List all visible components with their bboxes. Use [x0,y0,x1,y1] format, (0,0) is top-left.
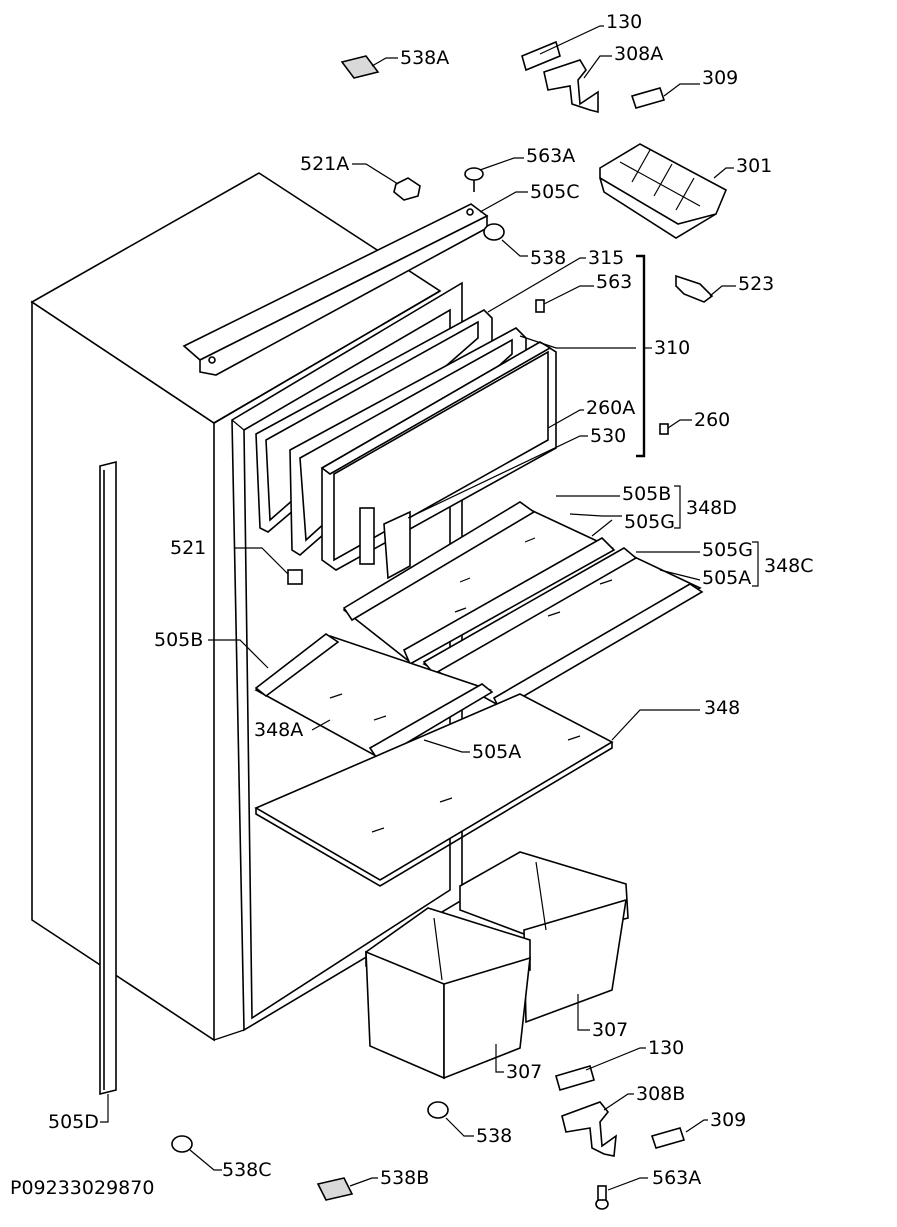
label-563a-bottom: 563A [652,1167,701,1189]
label-538c: 538C [222,1159,272,1181]
label-260a: 260A [586,397,635,419]
label-310: 310 [654,337,690,359]
part-309-bottom [650,1127,686,1149]
label-538-bottom: 538 [476,1125,512,1147]
ice-tray-301 [599,143,728,239]
part-538b [316,1177,354,1201]
evaporator-door-260a [320,341,557,580]
label-505b-left: 505B [154,629,203,651]
label-523: 523 [738,273,774,295]
label-521: 521 [170,537,206,559]
label-505d: 505D [48,1111,99,1133]
part-130-top [521,40,561,72]
label-563a-top: 563A [526,145,575,167]
part-521a [393,177,421,201]
door-gasket-505d [99,460,117,1096]
label-309-bottom: 309 [710,1109,746,1131]
part-308b [561,1101,617,1157]
part-538c [171,1135,193,1153]
label-563: 563 [596,271,632,293]
part-563 [535,299,545,313]
bracket-348c [752,541,759,587]
label-309-top: 309 [702,67,738,89]
leader-lines [100,25,736,1191]
part-130-bottom [555,1065,595,1091]
part-309-top [630,87,666,109]
part-308a [543,59,599,114]
label-505g-right-1: 505G [624,511,675,533]
label-130-bottom: 130 [648,1037,684,1059]
label-348c: 348C [764,555,814,577]
shelf-348c [422,547,704,712]
label-307-left: 307 [506,1061,542,1083]
crisper-drawer-left-307 [365,907,531,1080]
label-130-top: 130 [606,11,642,33]
label-308a: 308A [614,43,663,65]
label-505g-right-2: 505G [702,539,753,561]
bracket-348d [674,485,681,529]
bracket-310 [636,254,646,458]
crisper-drawer-right-307 [459,851,629,1024]
label-521a: 521A [300,153,349,175]
part-260 [659,423,669,435]
label-348a: 348A [254,719,303,741]
label-530: 530 [590,425,626,447]
part-538a [340,55,380,79]
label-505c: 505C [530,181,580,203]
label-538b: 538B [380,1167,429,1189]
part-523 [675,274,714,303]
label-538-top: 538 [530,247,566,269]
part-labels: 130 308A 309 538A 521A 563A 505C 301 538… [10,11,814,1199]
label-538a: 538A [400,47,449,69]
shelf-348d [342,501,616,666]
label-301: 301 [736,155,772,177]
label-348d: 348D [686,497,737,519]
part-521 [287,569,303,585]
label-315: 315 [588,247,624,269]
glass-shelf-348 [254,693,614,887]
label-348: 348 [704,697,740,719]
label-505a-right: 505A [702,567,751,589]
label-308b: 308B [636,1083,685,1105]
label-307-right: 307 [592,1019,628,1041]
label-505b-right: 505B [622,483,671,505]
cabinet-body [30,172,463,1042]
label-260: 260 [694,409,730,431]
small-parts [171,40,714,1210]
part-538-top [483,223,505,241]
top-trim-505c [182,203,489,376]
label-505a-left: 505A [472,741,521,763]
part-538-bottom [427,1101,449,1119]
drawing-code: P09233029870 [10,1177,154,1199]
